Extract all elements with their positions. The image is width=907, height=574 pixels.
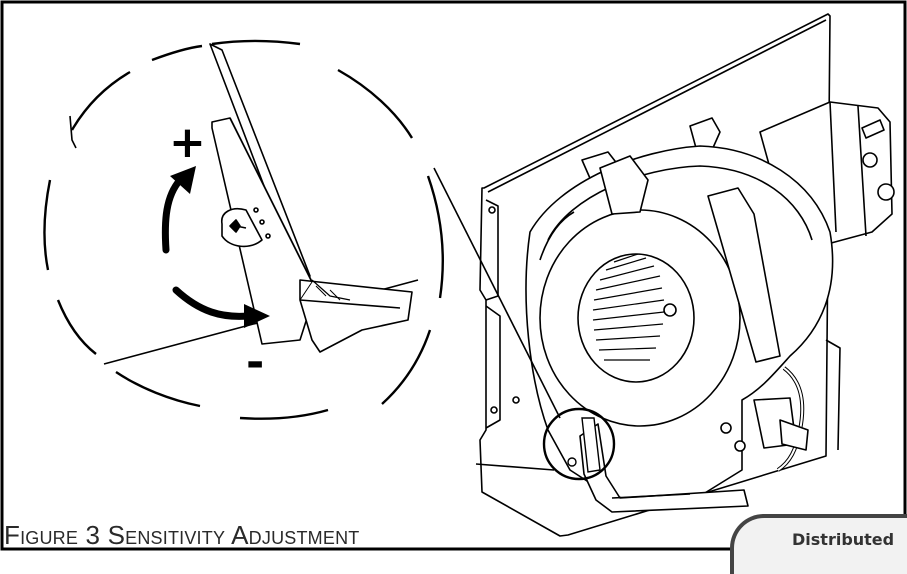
increase-arrow xyxy=(161,166,196,254)
callout-detail-small xyxy=(567,417,601,473)
distributed-badge: Distributed xyxy=(730,514,907,574)
plus-sign: + xyxy=(169,117,206,168)
enlarged-adjustment-detail xyxy=(69,43,419,365)
sensor-bracket xyxy=(579,423,749,513)
minus-sign: - xyxy=(246,337,265,388)
detail-callout-circle xyxy=(542,407,616,481)
blower-assembly-illustration xyxy=(479,13,895,537)
badge-label: Distributed xyxy=(792,530,895,549)
detail-magnification-circle xyxy=(43,39,444,420)
leader-lines xyxy=(433,167,561,471)
diagram-canvas xyxy=(0,0,907,551)
decrease-arrow xyxy=(172,286,270,328)
blower-wheel xyxy=(592,253,665,361)
figure-border xyxy=(0,0,907,551)
figure-caption: Figure 3 Sensitivity Adjustment xyxy=(4,520,360,550)
